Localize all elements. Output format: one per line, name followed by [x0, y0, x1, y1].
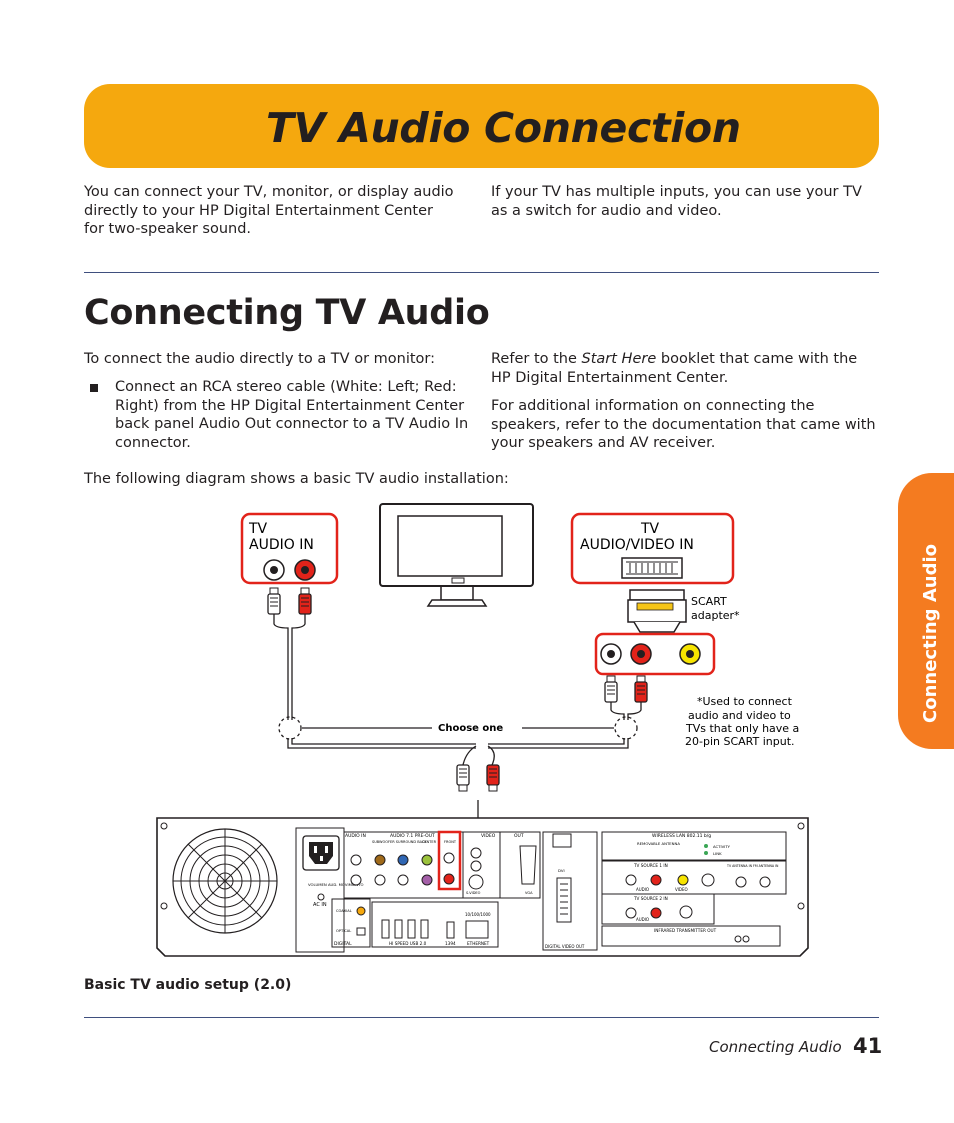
fm-antenna-label: FM ANTENNA IN	[753, 864, 779, 868]
firewire-label: 1394	[445, 941, 456, 946]
tv-audio-in-callout: TV AUDIO IN	[240, 512, 339, 585]
front-label: FRONT	[444, 840, 457, 844]
footnote-line-3: TVs that only have a	[685, 722, 799, 735]
intro-left: You can connect your TV, monitor, or dis…	[84, 184, 454, 237]
tv-illustration	[379, 503, 534, 607]
page-number: 41	[853, 1034, 883, 1058]
svg-text:VOLUMEN AUD. MOVIMIENTO: VOLUMEN AUD. MOVIMIENTO	[308, 882, 364, 887]
wireless-label: WIRELESS LAN 802.11 b/g	[652, 833, 711, 839]
scart-footnote: *Used to connect audio and video to TVs …	[685, 695, 799, 748]
start-here-paragraph: Refer to the Start Here booklet that cam…	[491, 350, 876, 387]
ir-out-label: INFRARED TRANSMITTER OUT	[654, 928, 717, 933]
audio-in-label: AUDIO IN	[345, 833, 366, 839]
audio-1-label: AUDIO	[636, 887, 649, 892]
digital-label: DIGITAL	[334, 941, 352, 947]
scart-rca-plugs	[604, 675, 648, 720]
ethernet-speed-label: 10/100/1000	[465, 912, 491, 917]
footnote-line-2: audio and video to	[688, 709, 791, 722]
out-label: OUT	[514, 833, 524, 839]
footer-section-label: Connecting Audio	[709, 1038, 842, 1056]
scart-rca-callout	[594, 632, 716, 676]
ethernet-label: ETHERNET	[467, 941, 490, 946]
link-label: LINK	[713, 851, 722, 856]
tv-source-1-label: TV SOURCE 1 IN	[633, 863, 668, 868]
tv-source-2-label: TV SOURCE 2 IN	[633, 896, 668, 901]
video-label: VIDEO	[481, 833, 496, 839]
activity-label: ACTIVITY	[713, 844, 731, 849]
scart-label-1: SCART	[691, 595, 727, 608]
fan-grille	[172, 828, 278, 934]
tv-rca-plugs	[267, 587, 312, 720]
footnote-line-4: 20-pin SCART input.	[685, 735, 795, 748]
panel-rca-plugs	[456, 745, 500, 832]
footnote-line-1: *Used to connect	[697, 695, 793, 708]
tv-av-in-callout: TV AUDIO/VIDEO IN	[570, 512, 735, 585]
audio-71-label: AUDIO 7.1 PRE-OUT	[390, 833, 435, 839]
svideo-label: S-VIDEO	[466, 891, 481, 895]
coaxial-label: COAXIAL	[336, 909, 352, 913]
chapter-tab[interactable]: Connecting Audio	[898, 473, 954, 749]
tv-audio-in-label-2: AUDIO IN	[249, 537, 314, 553]
video-1-label: VIDEO	[675, 887, 688, 892]
sub-back-label: SUBWOOFER SURROUND BACK	[372, 840, 427, 844]
scart-socket	[621, 557, 683, 579]
tv-av-in-label-1: TV	[640, 521, 660, 537]
scart-adapter: SCART adapter*	[627, 589, 740, 633]
optical-label: OPTICAL	[336, 929, 351, 933]
tv-audio-in-label-1: TV	[248, 521, 268, 537]
start-here-after: booklet that came with the HP Digital En…	[491, 351, 858, 386]
speakers-paragraph: For additional information on connecting…	[491, 398, 876, 451]
back-panel: VOLUMEN AUD. MOVIMIENTO AC IN AUDIO IN A…	[156, 817, 809, 957]
diagram-intro: The following diagram shows a basic TV a…	[84, 471, 509, 487]
center-label: CENTER	[422, 840, 437, 844]
section-heading: Connecting TV Audio	[84, 293, 490, 333]
choose-one-label: Choose one	[438, 723, 503, 734]
chapter-tab-label: Connecting Audio	[920, 544, 941, 723]
vga-label: VGA	[525, 891, 533, 895]
audio-2-label: AUDIO	[636, 917, 649, 922]
footer-divider	[84, 1017, 879, 1018]
choose-one-bracket: Choose one	[278, 716, 638, 749]
page-title: TV Audio Connection	[266, 104, 741, 152]
ac-in-label: AC IN	[313, 902, 327, 908]
scart-label-2: adapter*	[691, 609, 740, 622]
removable-antenna-label: REMOVABLE ANTENNA	[637, 841, 680, 846]
usb-label: HI SPEED USB 2.0	[389, 941, 427, 946]
start-here-title: Start Here	[581, 351, 657, 367]
intro-right: If your TV has multiple inputs, you can …	[491, 184, 862, 219]
audio-out-highlight	[437, 830, 462, 891]
tv-antenna-label: TV ANTENNA IN	[726, 864, 753, 868]
title-banner: TV Audio Connection	[84, 84, 879, 168]
instruction-list: Connect an RCA stereo cable (White: Left…	[84, 378, 479, 452]
section-divider	[84, 272, 879, 273]
section-lead: To connect the audio directly to a TV or…	[84, 351, 436, 367]
tv-av-in-label-2: AUDIO/VIDEO IN	[580, 537, 694, 553]
tv-audio-diagram: TV AUDIO IN TV AUDIO/VIDEO IN SCART adap…	[156, 503, 809, 957]
digital-video-out-label: DIGITAL VIDEO OUT	[545, 944, 585, 949]
instruction-bullet: Connect an RCA stereo cable (White: Left…	[84, 378, 479, 452]
start-here-before: Refer to the	[491, 351, 582, 367]
diagram-caption: Basic TV audio setup (2.0)	[84, 977, 292, 993]
dvi-label: DVI	[558, 868, 565, 873]
